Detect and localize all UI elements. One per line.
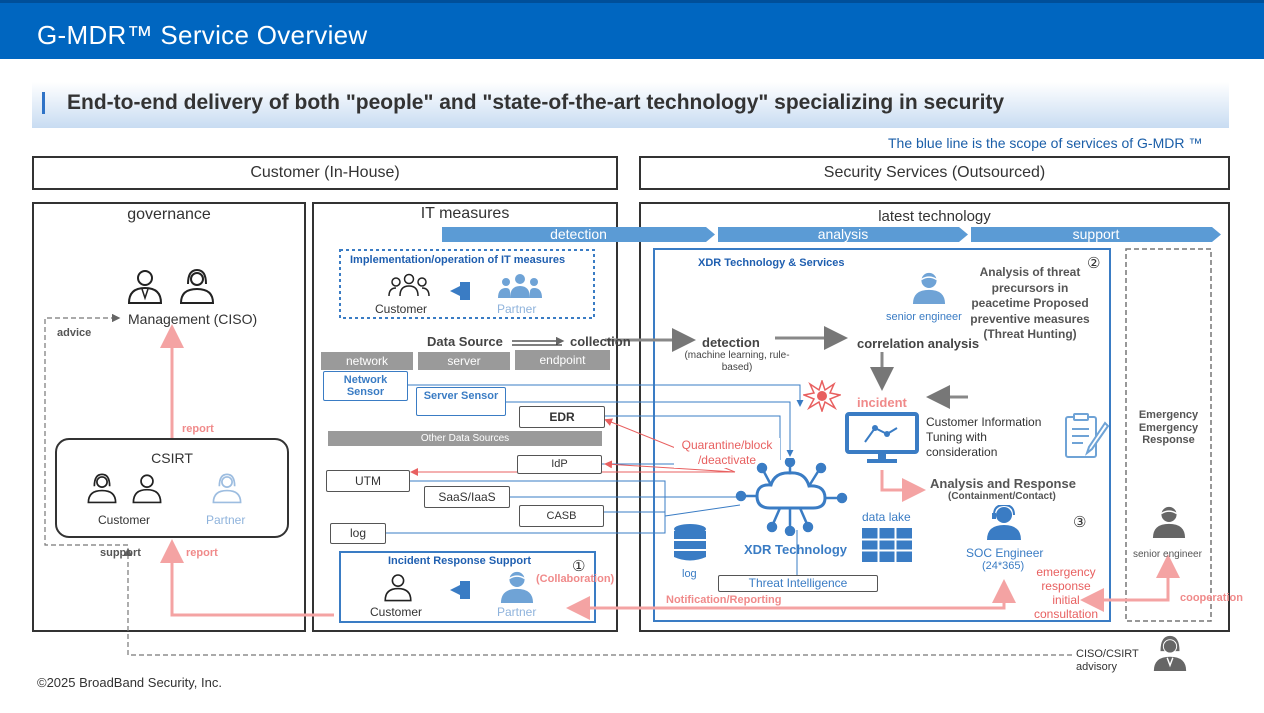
management-woman-icon — [179, 268, 215, 304]
threat-intelligence-box: Threat Intelligence — [718, 575, 878, 592]
phase-analysis: analysis — [718, 227, 968, 242]
management-label: Management (CISO) — [128, 311, 258, 327]
utm-box: UTM — [326, 470, 410, 492]
irs-partner-label: Partner — [497, 605, 537, 619]
data-source-label: Data Source — [427, 334, 503, 349]
cat-endpoint: endpoint — [515, 350, 610, 370]
header-bar — [0, 0, 1264, 59]
quarantine-label: Quarantine/block /deactivate — [674, 438, 780, 468]
senior-engineer-icon — [912, 272, 946, 305]
cooperation-label: cooperation — [1180, 592, 1243, 604]
subtitle-accent — [42, 92, 45, 114]
csirt-woman-icon — [87, 473, 117, 504]
detection-label: detection — [702, 335, 760, 350]
csirt-man-icon — [132, 474, 162, 504]
advisory-label: CISO/CSIRT advisory — [1076, 648, 1139, 673]
detection-sub-label: (machine learning, rule-based) — [684, 350, 790, 373]
irs-partner-icon — [500, 571, 534, 604]
irs-customer-label: Customer — [370, 605, 423, 619]
analysis-response-label: Analysis and Response — [930, 476, 1076, 491]
csirt-title: CSIRT — [151, 450, 193, 466]
data-lake-grid-icon — [862, 528, 912, 562]
containment-label: (Containment/Contact) — [948, 491, 1056, 502]
impl-partner-group-icon — [498, 274, 542, 298]
monitor-icon — [845, 412, 919, 463]
impl-customer-group-icon — [388, 273, 430, 297]
services-column-header: Security Services (Outsourced) — [639, 156, 1230, 190]
other-data-sources-bar: Other Data Sources — [328, 431, 602, 446]
collection-label: collection — [570, 334, 631, 349]
senior-engineer-label: senior engineer — [886, 311, 962, 323]
csirt-box — [55, 438, 289, 538]
irs-title: Incident Response Support — [388, 555, 532, 567]
network-sensor-box: Network Sensor — [323, 371, 408, 401]
saas-box: SaaS/IaaS — [424, 486, 510, 508]
advice-label: advice — [57, 327, 92, 339]
management-person-icon — [127, 270, 163, 304]
csirt-customer-label: Customer — [98, 513, 151, 527]
csirt-partner-icon — [212, 473, 242, 504]
number-3: ③ — [1073, 514, 1087, 531]
cat-server: server — [418, 352, 510, 370]
it-measures-section — [312, 202, 618, 632]
emergency-consult-label: emergency response initial consultation — [1033, 565, 1099, 621]
cat-network: network — [321, 352, 413, 370]
log-source-box: log — [330, 523, 386, 544]
scope-note: The blue line is the scope of services o… — [888, 135, 1203, 151]
soc-engineer-label: SOC Engineer — [966, 546, 1044, 560]
data-lake-label: data lake — [862, 510, 911, 524]
number-2: ② — [1087, 255, 1101, 272]
subtitle-banner — [32, 82, 1229, 128]
incident-label: incident — [857, 395, 907, 410]
customer-info-text: Customer Information Tuning with conside… — [926, 415, 1042, 459]
phase-detection: detection — [442, 227, 715, 242]
soc-engineer-icon — [987, 505, 1021, 540]
threat-hunting-text: Analysis of threat precursors in peaceti… — [970, 265, 1090, 341]
incident-burst-icon — [803, 380, 841, 412]
csirt-partner-label: Partner — [206, 513, 246, 527]
phase-support: support — [971, 227, 1221, 242]
technology-section — [639, 202, 1230, 632]
footer-copyright: ©2025 BroadBand Security, Inc. — [37, 675, 222, 690]
xdr-technology-label: XDR Technology — [744, 542, 848, 557]
server-sensor-box: Server Sensor — [416, 387, 506, 416]
correlation-label: correlation analysis — [857, 336, 980, 351]
customer-column-header: Customer (In-House) — [32, 156, 618, 190]
report-label: report — [182, 423, 214, 435]
notification-label: Notification/Reporting — [666, 594, 782, 606]
governance-title: governance — [127, 206, 211, 223]
soc-hours-label: (24*365) — [982, 560, 1025, 572]
page-title: G-MDR™ Service Overview — [37, 20, 368, 50]
impl-title: Implementation/operation of IT measures — [350, 254, 566, 266]
idp-box: IdP — [517, 455, 602, 474]
casb-box: CASB — [519, 505, 604, 527]
irs-collaboration-label: (Collaboration) — [536, 573, 615, 585]
subtitle: End-to-end delivery of both "people" and… — [67, 91, 1005, 114]
emergency-senior-engineer-label: senior engineer — [1133, 549, 1202, 560]
log-label: log — [682, 568, 697, 580]
emergency-response-label: Emergency Emergency Response — [1138, 409, 1199, 446]
impl-partner-label: Partner — [497, 302, 537, 316]
xdr-services-title: XDR Technology & Services — [698, 257, 845, 269]
advisory-person-icon — [1153, 635, 1187, 672]
irs-customer-icon — [384, 574, 412, 602]
impl-customer-label: Customer — [375, 302, 428, 316]
clipboard-icon — [1065, 413, 1109, 458]
edr-box: EDR — [519, 406, 605, 428]
log-database-icon — [674, 524, 706, 561]
emergency-senior-engineer-icon — [1152, 506, 1186, 539]
support-label: support — [100, 547, 141, 559]
irs-number: ① — [572, 558, 586, 575]
it-measures-title: IT measures — [420, 205, 510, 222]
report2-label: report — [186, 547, 218, 559]
xdr-cloud-icon — [735, 458, 848, 536]
technology-title: latest technology — [878, 208, 991, 225]
